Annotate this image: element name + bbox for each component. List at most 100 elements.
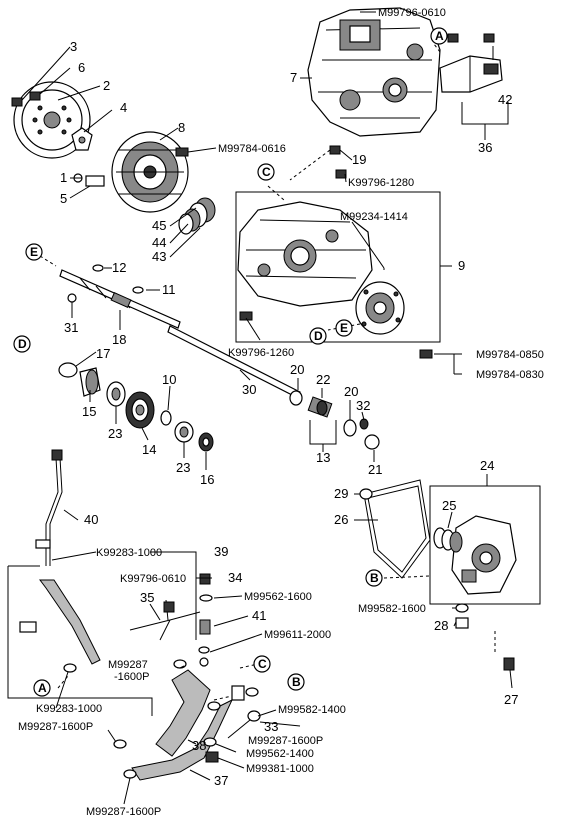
ref-circle-b-bottom: B (287, 673, 305, 691)
callout-7: 7 (290, 70, 297, 85)
hose-icon (39, 579, 234, 781)
bolt-icon (239, 311, 433, 359)
callout-35: 35 (140, 590, 154, 605)
callout-25: 25 (442, 498, 456, 513)
bearing-icon (106, 381, 126, 407)
gasket (363, 479, 431, 579)
ref-circle-d-mid: D (309, 327, 327, 345)
bolt-icon (73, 173, 105, 187)
bearing-icon (174, 421, 214, 452)
svg-text:A: A (435, 29, 444, 43)
callout-16: 16 (200, 472, 214, 487)
svg-text:E: E (340, 321, 348, 335)
callout-31: 31 (64, 320, 78, 335)
svg-text:B: B (370, 571, 379, 585)
code-m99582-1600: M99582-1600 (358, 603, 426, 615)
callout-11: 11 (162, 282, 176, 297)
code-k99796-1280: K99796-1280 (348, 177, 414, 189)
callout-23b: 23 (176, 460, 190, 475)
dipstick-tube (35, 449, 63, 566)
code-m99611-2000: M99611-2000 (264, 629, 331, 641)
flexplate-assembly (13, 81, 91, 159)
callout-14: 14 (142, 442, 156, 457)
callout-38: 38 (192, 738, 206, 753)
callout-29: 29 (334, 486, 348, 501)
ref-circle-a-top: A (430, 27, 448, 45)
callout-26: 26 (334, 512, 348, 527)
code-m99287-1600p-right: M99287-1600P (248, 735, 323, 747)
code-m99381-1000: M99381-1000 (246, 763, 314, 775)
bolt-icon (163, 573, 261, 763)
code-m99287-1600p-bottom: M99287-1600P (86, 806, 161, 818)
code-m99287-1600p-left: M99287-1600P (18, 721, 93, 733)
code-k99796-0610: K99796-0610 (120, 573, 186, 585)
clamp-icon (19, 621, 221, 779)
callout-23a: 23 (108, 426, 122, 441)
callout-17: 17 (96, 346, 110, 361)
callout-4: 4 (120, 100, 127, 115)
svg-text:E: E (30, 245, 38, 259)
governor-group (289, 390, 380, 450)
callout-15: 15 (82, 404, 96, 419)
code-m99562-1600: M99562-1600 (244, 591, 312, 603)
callout-37: 37 (214, 773, 228, 788)
gear-icon (125, 391, 155, 429)
parking-gear (79, 367, 101, 397)
callout-40: 40 (84, 512, 98, 527)
code-k99283-1000-bottom: K99283-1000 (36, 703, 102, 715)
ref-circle-e-mid: E (335, 319, 353, 337)
callout-5: 5 (60, 191, 67, 206)
callout-42: 42 (498, 92, 512, 107)
ref-circle-d-left: D (13, 335, 31, 353)
callout-8: 8 (178, 120, 185, 135)
transaxle-assembly (307, 7, 441, 137)
torque-converter (111, 131, 189, 213)
callout-9: 9 (458, 258, 465, 273)
callout-6: 6 (78, 60, 85, 75)
bolt-icon (175, 147, 189, 157)
callout-33: 33 (264, 719, 278, 734)
bolt-icon (455, 603, 515, 671)
ref-circle-e-left: E (25, 243, 43, 261)
code-m99784-0850: M99784-0850 (476, 349, 544, 361)
filter-element (433, 527, 463, 553)
callout-12: 12 (112, 260, 126, 275)
callout-24: 24 (480, 458, 494, 473)
adapter-plate (71, 127, 93, 151)
oil-seal-group (178, 197, 216, 235)
extension-housing (451, 515, 517, 595)
code-m99562-1400: M99562-1400 (246, 748, 314, 760)
code-m99582-1400: M99582-1400 (278, 704, 346, 716)
callout-45: 45 (152, 218, 166, 233)
callout-1: 1 (60, 170, 67, 185)
code-m99796-0610: M99796-0610 (378, 7, 446, 19)
washer-icon (359, 488, 373, 500)
oil-pump (355, 281, 405, 335)
code-k99283-1000-top: K99283-1000 (96, 547, 162, 559)
o-ring-icon (58, 264, 144, 378)
callout-44: 44 (152, 235, 166, 250)
code-m99784-0830: M99784-0830 (476, 369, 544, 381)
callout-19: 19 (352, 152, 366, 167)
code-m99287: M99287 (108, 659, 148, 671)
svg-text:C: C (262, 165, 271, 179)
callout-43: 43 (152, 249, 166, 264)
code-m99784-0616: M99784-0616 (218, 143, 286, 155)
svg-text:C: C (258, 657, 267, 671)
callout-10: 10 (162, 372, 176, 387)
callout-2: 2 (103, 78, 110, 93)
svg-text:B: B (292, 675, 301, 689)
callout-3: 3 (70, 39, 77, 54)
ref-circle-b-right: B (365, 569, 383, 587)
svg-text:A: A (38, 681, 47, 695)
callout-22: 22 (316, 372, 330, 387)
callout-34: 34 (228, 570, 242, 585)
svg-text:D: D (18, 337, 27, 351)
callout-41: 41 (252, 608, 266, 623)
callout-27: 27 (504, 692, 518, 707)
callout-18: 18 (112, 332, 126, 347)
svg-text:D: D (314, 329, 323, 343)
code-1600p: -1600P (114, 671, 149, 683)
callout-28: 28 (434, 618, 448, 633)
callout-20a: 20 (290, 362, 304, 377)
